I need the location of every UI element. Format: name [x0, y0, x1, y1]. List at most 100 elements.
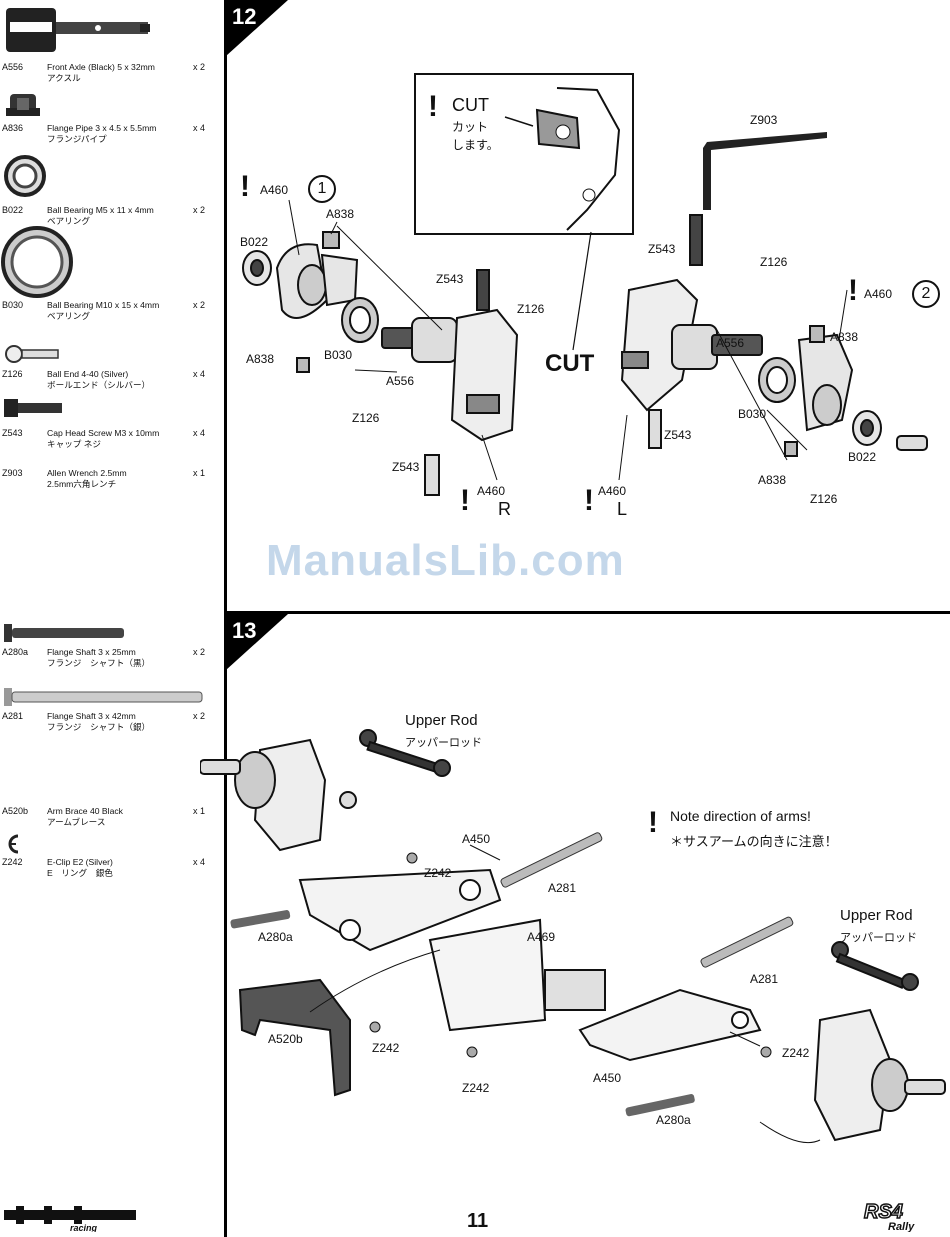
- note-direction-jp: ＊サスアームの向きに注意！: [670, 834, 838, 849]
- right-knuckle-assembly: [758, 325, 928, 457]
- label-a281-1: A281: [548, 881, 577, 895]
- label-z126-2: Z126: [517, 302, 545, 316]
- warning-icon-a460-r: !: [460, 484, 470, 517]
- label-upper-rod-jp-2: アッパーロッド: [840, 932, 917, 944]
- label-z242-3: Z242: [462, 1081, 490, 1095]
- part-code: Z903: [2, 468, 23, 478]
- part-desc: Cap Head Screw M3 x 10mm キャップ ネジ: [47, 428, 160, 449]
- part-desc: Front Axle (Black) 5 x 32mm アクスル: [47, 62, 155, 83]
- flange-pipe-icon: [6, 94, 40, 116]
- label-right-side: R: [498, 499, 511, 519]
- warning-icon-a460-2: !: [848, 274, 858, 307]
- allen-wrench: [703, 132, 827, 210]
- part-code: A280a: [2, 647, 29, 657]
- bearing-small-icon: [4, 155, 46, 197]
- cut-warning-icon: !: [428, 90, 438, 123]
- part-qty: x 2: [193, 62, 206, 72]
- bearing-large-icon: [1, 226, 73, 298]
- part-code: A281: [2, 711, 24, 721]
- part-code: B022: [2, 205, 24, 215]
- arm-brace-a520b: [238, 978, 351, 1097]
- part-desc: Allen Wrench 2.5mm 2.5mm六角レンチ: [47, 468, 127, 489]
- step-12-badge: 12: [226, 0, 288, 56]
- label-z126-4: Z126: [810, 492, 838, 506]
- label-z543-1: Z543: [436, 272, 464, 286]
- note-warning-icon: !: [648, 806, 658, 839]
- part-qty: x 4: [193, 369, 206, 379]
- label-z543-2: Z543: [392, 460, 420, 474]
- parts-icons: [1, 8, 203, 854]
- part-code: B030: [2, 300, 24, 310]
- label-b022-2: B022: [848, 450, 877, 464]
- label-b030-2: B030: [738, 407, 767, 421]
- part-desc: E-Clip E2 (Silver) E リング 銀色: [47, 857, 113, 878]
- cut-inset-box: [414, 73, 634, 235]
- upper-rod-left: [359, 729, 451, 777]
- vertical-divider: [224, 0, 227, 1237]
- label-upper-rod-1: Upper Rod: [405, 712, 478, 729]
- axle-icon: [6, 8, 150, 52]
- label-a460-1: A460: [260, 183, 289, 197]
- step-index-circle-1: 1: [308, 175, 336, 203]
- part-qty: x 2: [193, 205, 206, 215]
- label-b022-1: B022: [240, 235, 269, 249]
- label-a556-2: A556: [716, 336, 745, 350]
- part-qty: x 2: [193, 711, 206, 721]
- part-qty: x 2: [193, 300, 206, 310]
- axle-center-left: [381, 317, 458, 363]
- hub-carrier-right: [424, 269, 519, 496]
- cut-detail-part: [504, 87, 621, 231]
- label-a450-1: A450: [462, 832, 491, 846]
- label-a838-4: A838: [758, 473, 787, 487]
- hpi-logo: racing: [4, 1204, 136, 1233]
- part-desc: Ball End 4-40 (Silver) ボールエンド（シルバー）: [47, 369, 151, 390]
- label-a520b: A520b: [268, 1032, 303, 1046]
- step-12-number: 12: [232, 4, 257, 29]
- label-a281-2: A281: [750, 972, 779, 986]
- label-z242-4: Z242: [782, 1046, 810, 1060]
- note-direction: Note direction of arms!: [670, 808, 811, 824]
- label-a460-r: A460: [477, 484, 506, 498]
- e-clip-icon: [8, 834, 19, 854]
- label-a838-3: A838: [830, 330, 859, 344]
- label-a450-2: A450: [593, 1071, 622, 1085]
- label-a838-1: A838: [326, 207, 355, 221]
- svg-text:racing: racing: [70, 1223, 98, 1232]
- shafts: [230, 832, 794, 1117]
- page-number: 11: [467, 1210, 489, 1232]
- label-upper-rod-jp-1: アッパーロッド: [405, 737, 482, 749]
- label-a838-2: A838: [246, 352, 275, 366]
- step-13-number: 13: [232, 618, 257, 643]
- hub-carrier-left: [620, 214, 703, 449]
- svg-text:Rally: Rally: [888, 1221, 915, 1232]
- leader-lines: [288, 199, 848, 481]
- part-desc: Ball Bearing M10 x 15 x 4mm ベアリング: [47, 300, 160, 321]
- rs4-rally-logo: RS4 Rally: [862, 1200, 942, 1233]
- suspension-arm-left: [298, 868, 502, 952]
- left-knuckle-assembly: [242, 231, 379, 373]
- part-qty: x 4: [193, 857, 206, 867]
- label-a280a-2: A280a: [656, 1113, 691, 1127]
- leader-lines-13: [309, 844, 821, 1144]
- label-z543-3: Z543: [648, 242, 676, 256]
- axle-center-right: [671, 324, 763, 370]
- ball-end-icon: [5, 345, 59, 363]
- label-z543-4: Z543: [664, 428, 692, 442]
- cut-inset-jp1: カット: [452, 120, 489, 134]
- e-clips: [369, 852, 772, 1058]
- step-12-diagram: [242, 73, 928, 496]
- part-qty: x 4: [193, 428, 206, 438]
- suspension-arm-right: [578, 988, 762, 1062]
- left-knuckle-13: [200, 738, 357, 852]
- part-qty: x 2: [193, 647, 206, 657]
- label-z903: Z903: [750, 113, 778, 127]
- part-code: Z126: [2, 369, 23, 379]
- part-qty: x 1: [193, 806, 206, 816]
- label-b030-1: B030: [324, 348, 353, 362]
- watermark: ManualsLib.com: [266, 536, 625, 585]
- upper-rod-right: [831, 941, 919, 991]
- cut-inset-label: CUT: [452, 95, 489, 115]
- label-a460-2: A460: [864, 287, 893, 301]
- part-code: A520b: [2, 806, 29, 816]
- part-desc: Arm Brace 40 Black アームブレース: [47, 806, 123, 827]
